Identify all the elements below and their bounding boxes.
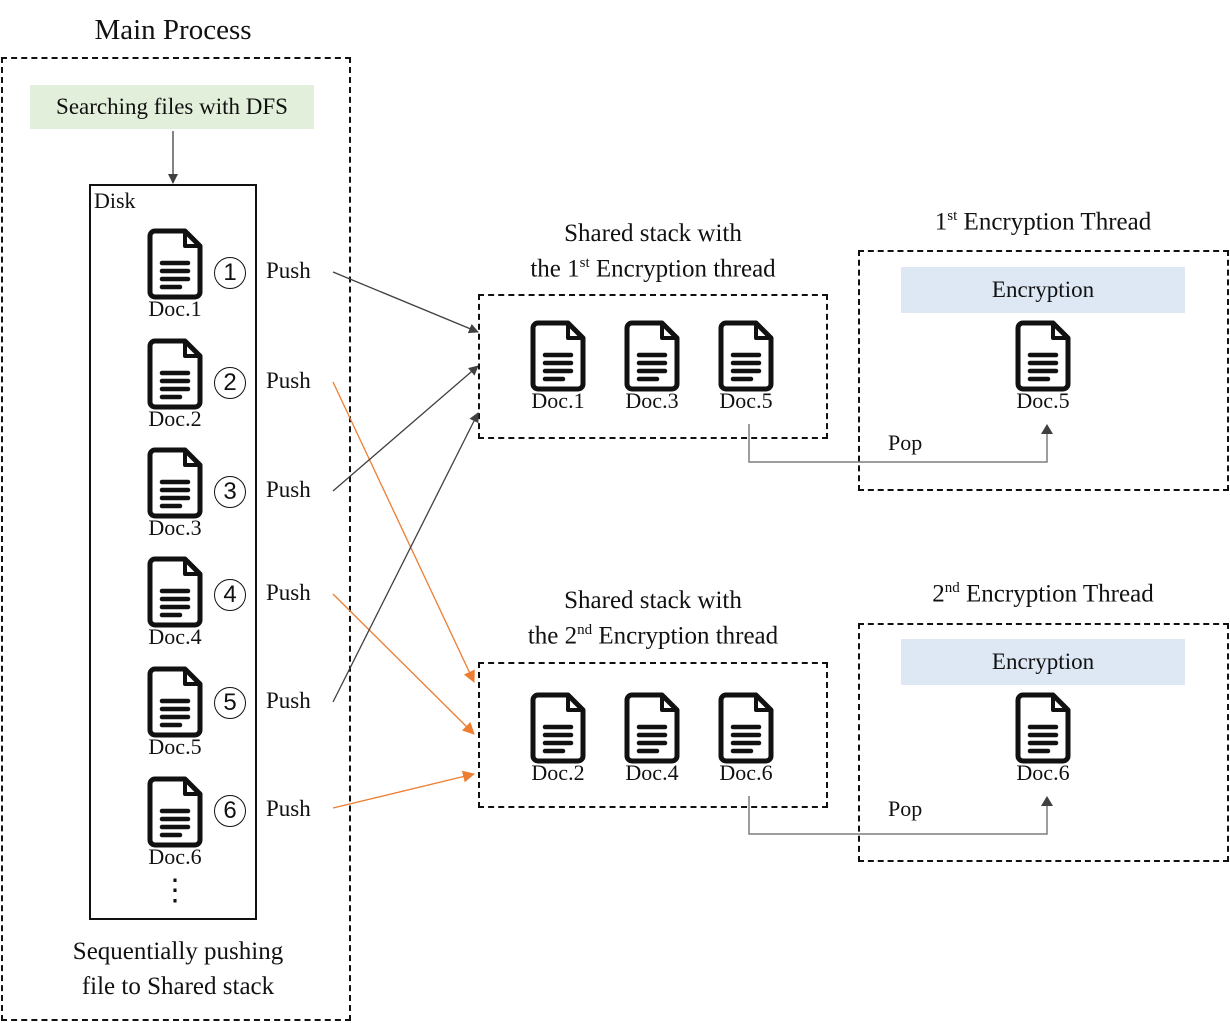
disk-doc-label: Doc.6 (148, 844, 202, 869)
thread2-doc-label: Doc.6 (1016, 760, 1070, 785)
disk-doc-label: Doc.3 (148, 515, 202, 540)
push-arrow (332, 770, 475, 809)
thread1-pop-label: Pop (888, 430, 923, 455)
stack1-doc-label: Doc.3 (625, 388, 679, 413)
disk-doc-label: Doc.2 (148, 406, 202, 431)
stack1-title-line1: Shared stack with (564, 220, 742, 247)
stack1-doc-label: Doc.1 (531, 388, 585, 413)
document-icon (624, 320, 680, 392)
shared-stack-1 (478, 294, 828, 439)
document-icon (624, 692, 680, 764)
disk-label: Disk (94, 188, 136, 213)
document-icon (147, 776, 203, 848)
thread2-encryption-box: Encryption (901, 639, 1185, 685)
pop-arrowhead-1 (1041, 424, 1053, 434)
document-icon (1015, 320, 1071, 392)
encryption-thread-1 (858, 250, 1229, 491)
push-arrows (332, 271, 479, 809)
push-label: Push (266, 688, 311, 713)
thread1-doc-label: Doc.5 (1016, 388, 1070, 413)
thread2-title: 2nd Encryption Thread (932, 580, 1154, 608)
thread1-title: 1st Encryption Thread (934, 208, 1152, 236)
push-label: Push (266, 796, 311, 821)
document-icon (1015, 692, 1071, 764)
step-number-badge: 1 (214, 257, 246, 289)
disk-box (89, 184, 257, 920)
pop-line-1 (748, 424, 1048, 463)
pop-line-2 (748, 796, 1048, 835)
document-icon (530, 692, 586, 764)
stack2-doc-label: Doc.4 (625, 760, 679, 785)
push-arrow (332, 412, 479, 703)
main-caption-line2: file to Shared stack (81, 973, 275, 1000)
step-number-badge: 5 (214, 687, 246, 719)
document-icon (718, 692, 774, 764)
step-number-badge: 4 (214, 579, 246, 611)
document-icon (147, 447, 203, 519)
stack1-title-line2: the 1st Encryption thread (530, 255, 776, 283)
push-arrow (332, 593, 475, 735)
document-icon (147, 338, 203, 410)
document-icon (147, 556, 203, 628)
main-caption-line1: Sequentially pushing (72, 938, 284, 965)
dfs-search-box: Searching files with DFS (30, 85, 314, 129)
main-process-frame (1, 57, 351, 1021)
encryption-thread-2 (858, 623, 1229, 862)
pop-arrowhead-2 (1041, 796, 1053, 806)
document-icon (718, 320, 774, 392)
push-label: Push (266, 580, 311, 605)
push-label: Push (266, 368, 311, 393)
main-process-title: Main Process (94, 14, 252, 46)
push-arrow (332, 271, 479, 334)
push-arrow (332, 381, 475, 683)
shared-stack-2 (478, 662, 828, 808)
thread1-encryption-box: Encryption (901, 267, 1185, 313)
document-icon (147, 666, 203, 738)
step-number-badge: 2 (214, 367, 246, 399)
stack2-title-line2: the 2nd Encryption thread (527, 622, 779, 650)
step-number-badge: 3 (214, 476, 246, 508)
document-icon (147, 228, 203, 300)
ellipsis: ⋮ (160, 874, 190, 907)
step-number-badge: 6 (214, 795, 246, 827)
disk-doc-label: Doc.5 (148, 734, 202, 759)
push-label: Push (266, 477, 311, 502)
document-icon (530, 320, 586, 392)
disk-doc-label: Doc.4 (148, 624, 202, 649)
stack2-doc-label: Doc.2 (531, 760, 585, 785)
stack2-title-line1: Shared stack with (564, 587, 742, 614)
disk-doc-label: Doc.1 (148, 296, 202, 321)
push-arrow (332, 365, 479, 492)
push-label: Push (266, 258, 311, 283)
stack2-doc-label: Doc.6 (719, 760, 773, 785)
stack1-doc-label: Doc.5 (719, 388, 773, 413)
thread2-pop-label: Pop (888, 796, 923, 821)
